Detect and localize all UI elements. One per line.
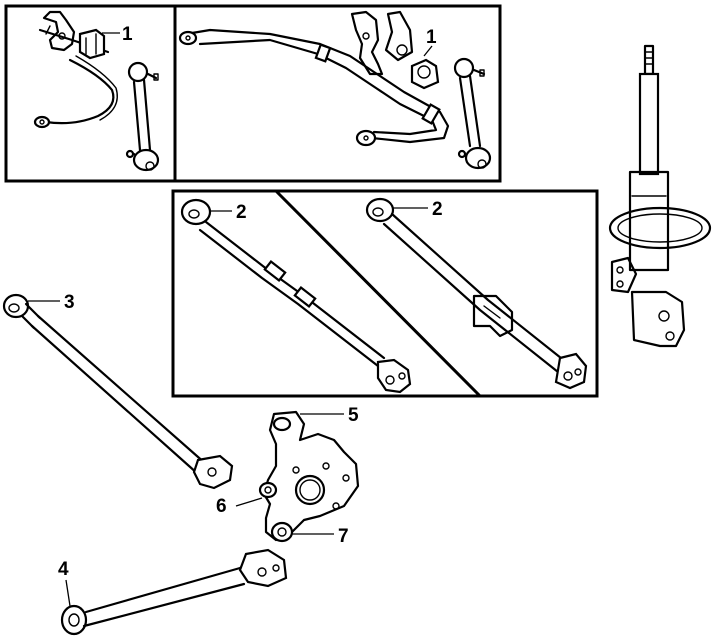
stabilizer-link-left — [125, 61, 160, 172]
steering-knuckle — [262, 410, 360, 542]
stabilizer-frame — [4, 4, 502, 183]
leader-4 — [65, 579, 71, 607]
callout-1-left: 1 — [122, 24, 133, 45]
stabilizer-bushing-right — [410, 58, 440, 90]
stabilizer-bracket-right — [350, 10, 414, 76]
callout-2-right: 2 — [432, 199, 443, 220]
callout-4: 4 — [58, 559, 69, 580]
callout-7: 7 — [338, 526, 349, 547]
trailing-arm-rod — [2, 293, 234, 490]
stabilizer-link-right — [453, 57, 492, 170]
knuckle-bushing-upper — [258, 481, 278, 499]
lower-control-arm — [60, 548, 288, 636]
shock-absorber-strut — [608, 44, 712, 348]
knuckle-bushing-lower — [270, 521, 294, 543]
stabilizer-bracket-left — [42, 10, 76, 52]
callout-6: 6 — [216, 496, 227, 517]
stabilizer-bushing-left — [78, 28, 106, 60]
lateral-arm-frame — [171, 189, 599, 398]
lateral-arm-frame-divider — [274, 189, 482, 398]
callout-1-right: 1 — [426, 27, 437, 48]
callout-5: 5 — [348, 405, 359, 426]
lateral-arm-adjustable — [180, 198, 412, 394]
callout-2-left: 2 — [236, 202, 247, 223]
callout-3: 3 — [64, 292, 75, 313]
leader-1b — [423, 45, 433, 57]
lateral-arm-bracket — [365, 197, 588, 390]
stabilizer-bar-right — [178, 28, 450, 147]
leader-6 — [235, 497, 263, 507]
